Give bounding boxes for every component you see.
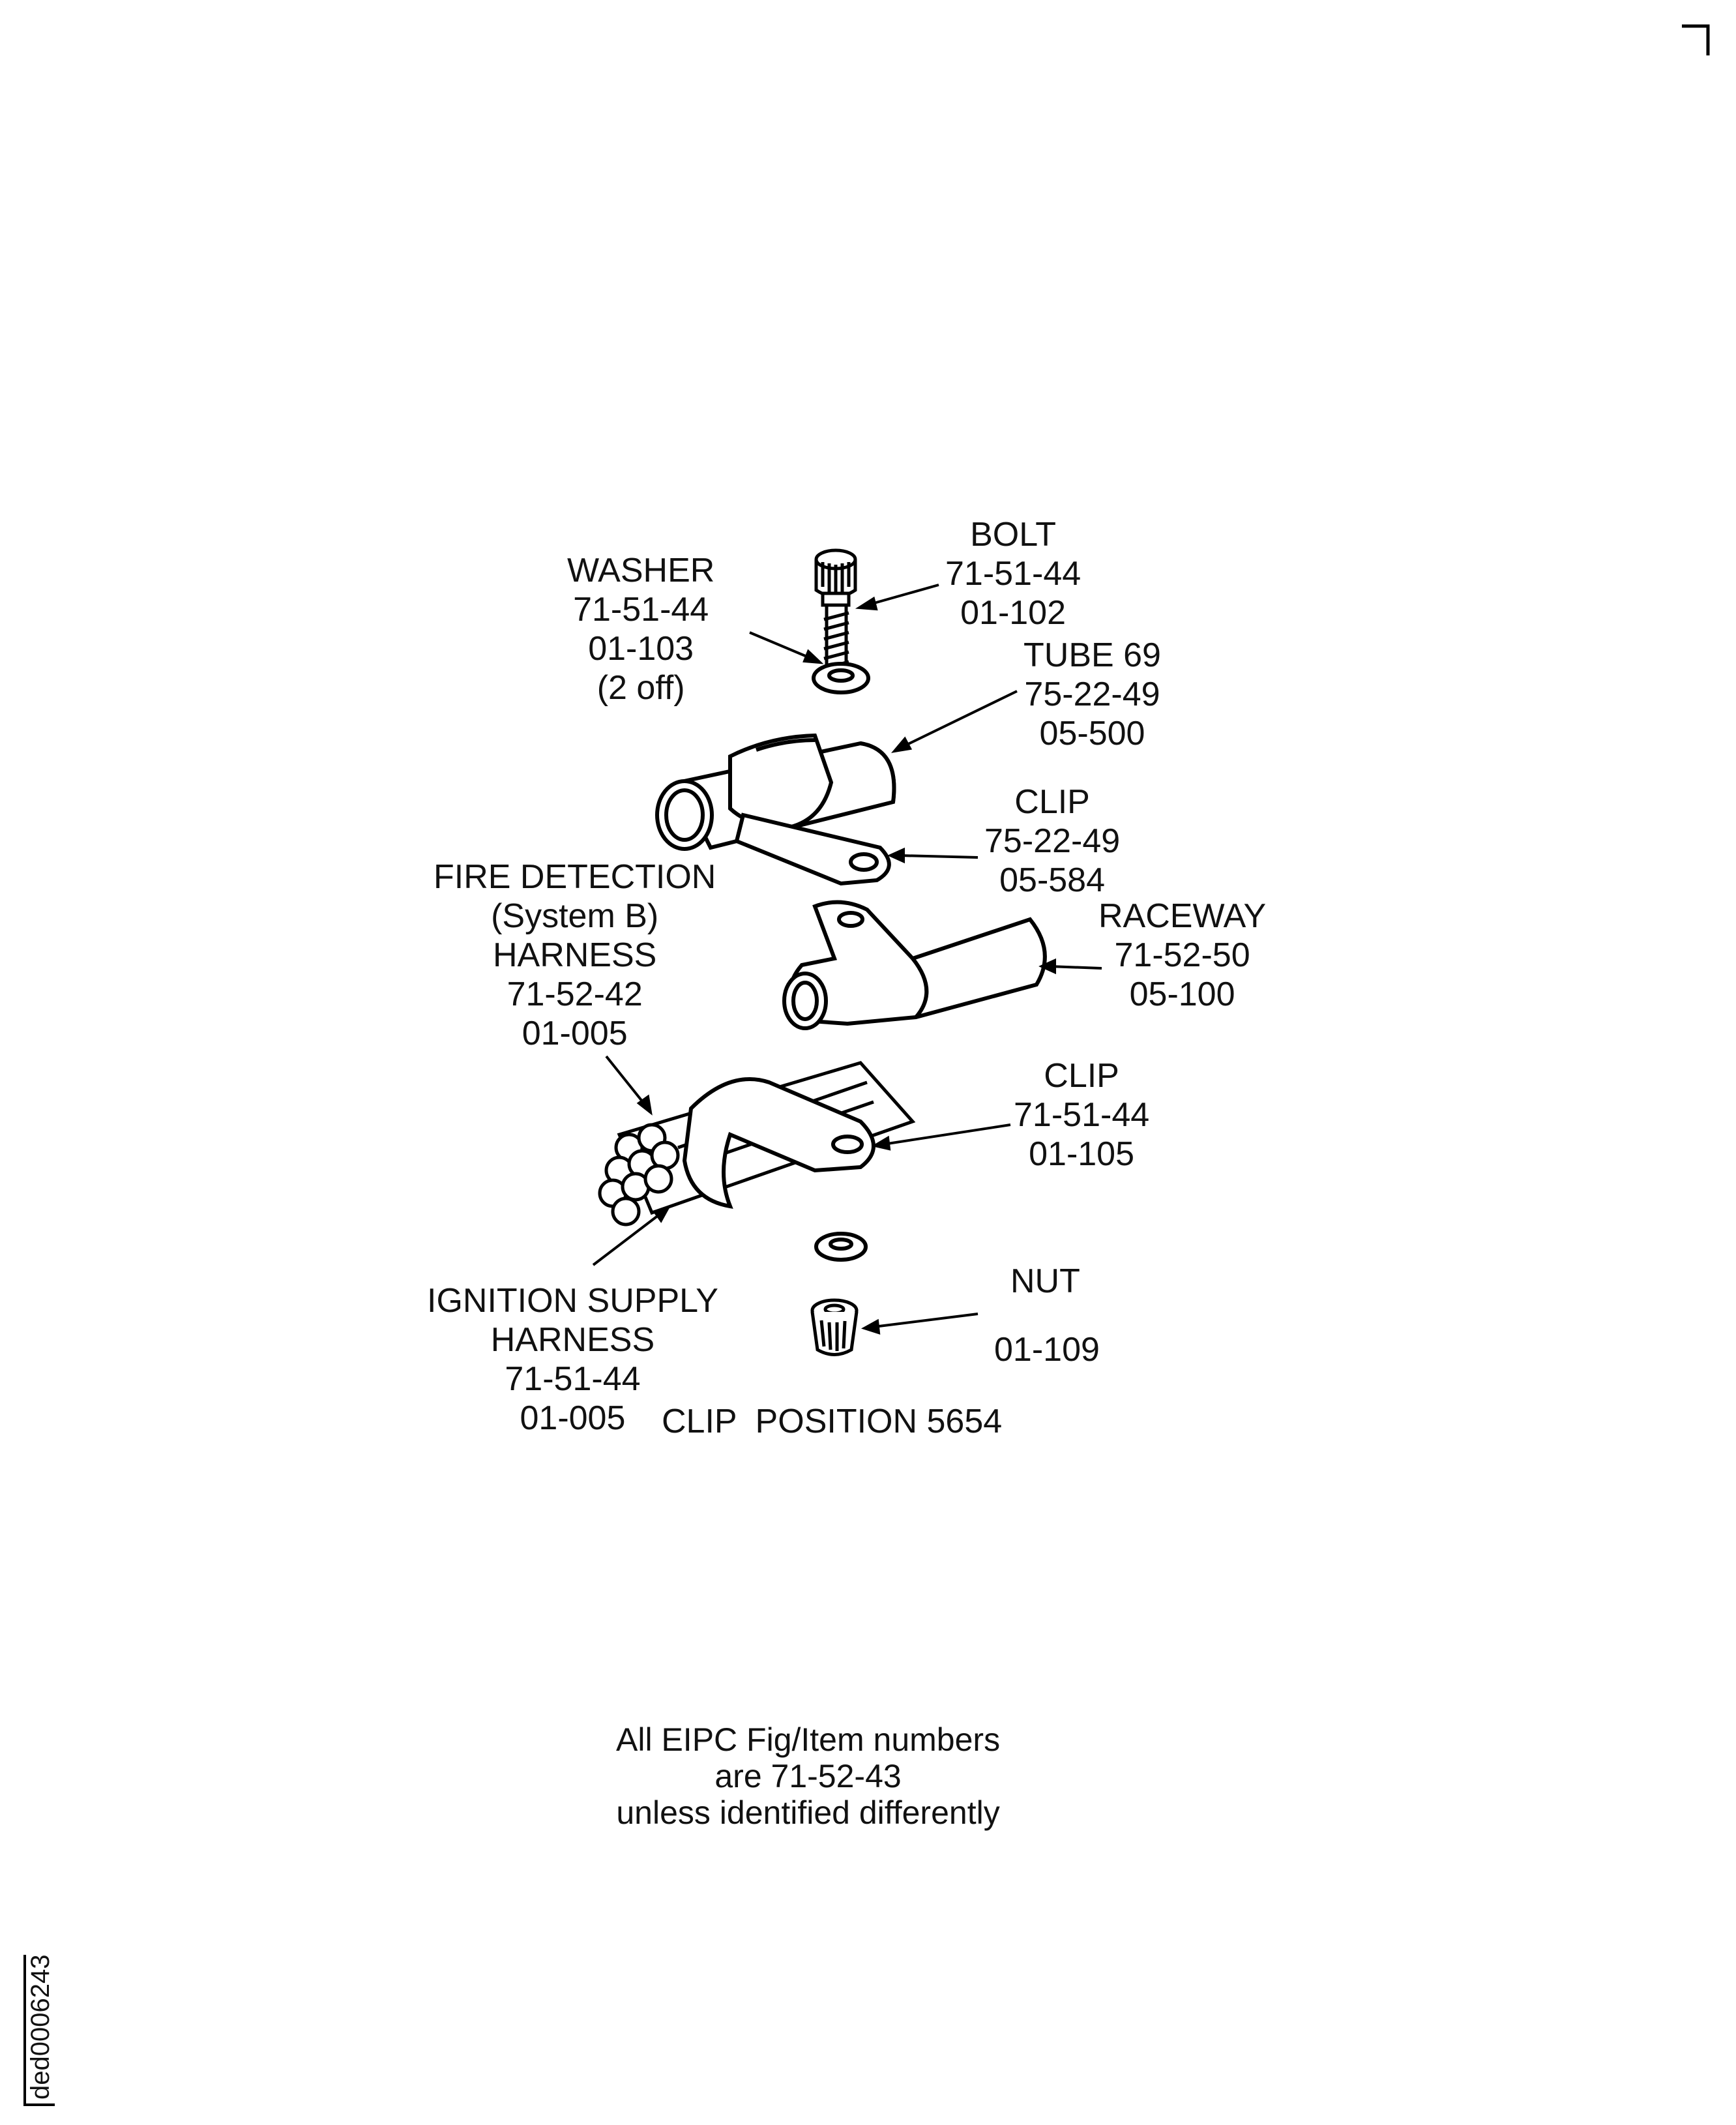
leader-lines bbox=[592, 584, 1102, 1335]
nut-number-label: 01-109 bbox=[994, 1331, 1100, 1369]
corner-mark-icon bbox=[1682, 24, 1710, 55]
nut-icon bbox=[810, 1298, 859, 1356]
tube-icon bbox=[655, 733, 896, 851]
clip-position-caption: CLIP POSITION 5654 bbox=[662, 1403, 1003, 1440]
clip-lower-icon bbox=[682, 1077, 875, 1209]
washer-icon bbox=[812, 662, 870, 694]
washer-lower-icon bbox=[814, 1232, 868, 1262]
nut-label: NUT bbox=[1010, 1262, 1080, 1300]
clip-upper-icon bbox=[734, 812, 891, 886]
raceway-icon bbox=[782, 900, 1047, 1030]
document-id: ded0006243 bbox=[23, 1954, 55, 2106]
